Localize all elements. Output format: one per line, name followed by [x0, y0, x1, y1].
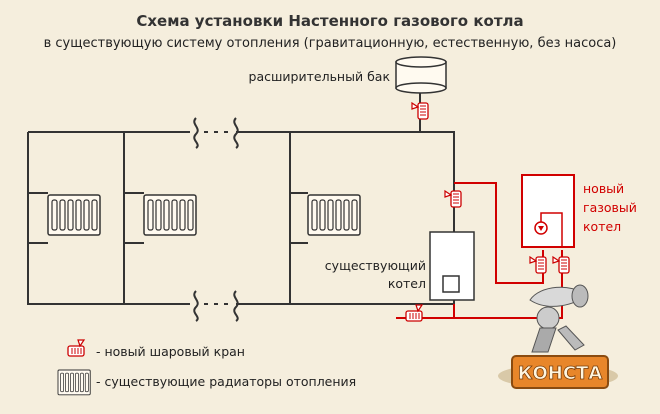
ball-valve-icon: [67, 339, 85, 357]
ball-valve-icon: [405, 304, 423, 322]
expansion-tank-label: расширительный бак: [249, 69, 391, 84]
existing-boiler-icon: [429, 231, 475, 301]
new-boiler-label-1: новый: [583, 181, 624, 196]
existing-boiler-label-2: котел: [388, 276, 426, 291]
radiator-icon: [307, 194, 361, 236]
new-gas-boiler-icon: [521, 174, 575, 248]
new-boiler-label-2: газовый: [583, 200, 637, 215]
konsta-logo: КОНСТА: [511, 355, 609, 389]
ball-valve-icon: [529, 256, 547, 274]
existing-boiler-label-1: существующий: [325, 258, 426, 273]
ball-valve-icon: [444, 190, 462, 208]
logo-text: КОНСТА: [518, 363, 603, 384]
new-boiler-label-3: котел: [583, 219, 621, 234]
radiator-icon: [47, 194, 101, 236]
expansion-tank-icon: [395, 56, 447, 94]
radiator-icon: [57, 369, 91, 396]
legend-valve-label: - новый шаровый кран: [96, 344, 245, 359]
radiator-icon: [143, 194, 197, 236]
ball-valve-icon: [552, 256, 570, 274]
ball-valve-icon: [411, 102, 429, 120]
diagram-subtitle: в существующую систему отопления (гравит…: [44, 36, 617, 51]
legend-radiator-label: - существующие радиаторы отопления: [96, 374, 356, 389]
legend: - новый шаровый кран - существующие ради…: [57, 339, 356, 396]
diagram-title: Схема установки Настенного газового котл…: [136, 12, 523, 30]
